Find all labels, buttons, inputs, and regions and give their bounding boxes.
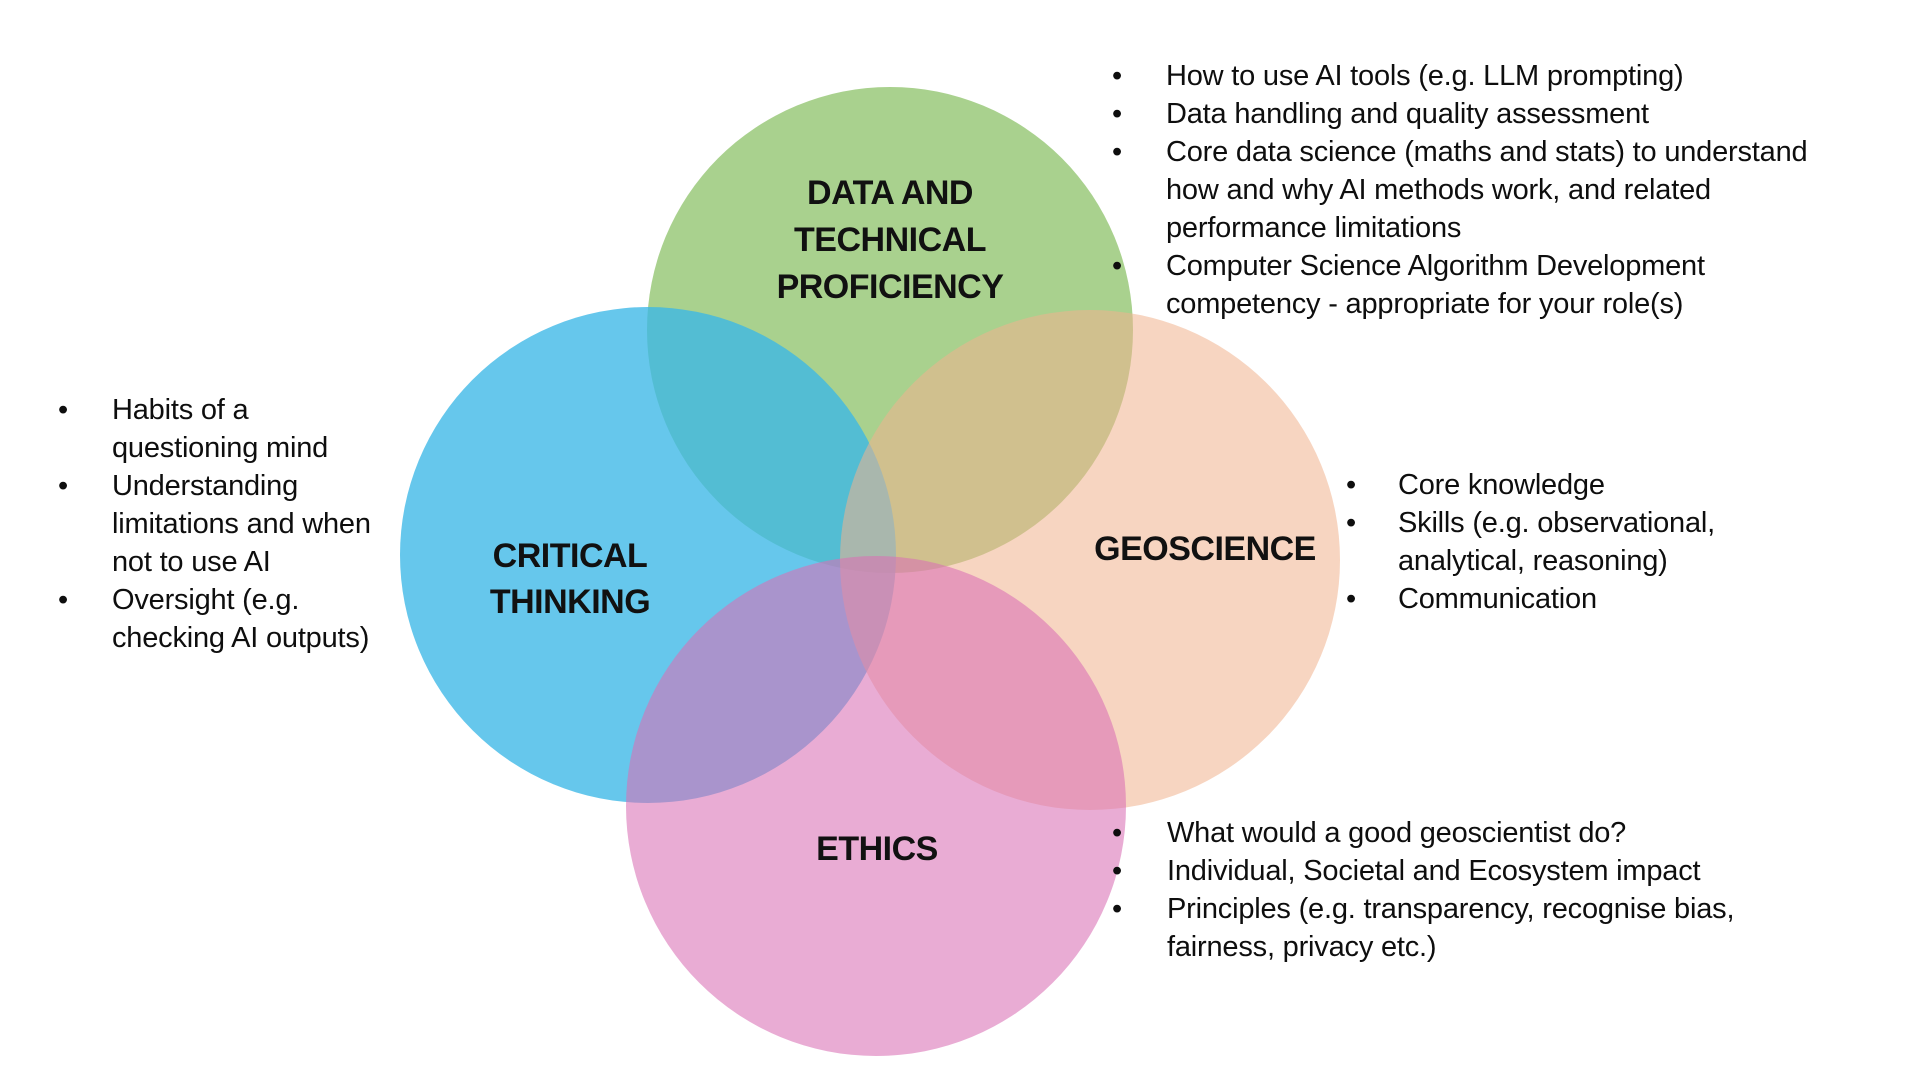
bullet-icon: • — [1112, 250, 1122, 282]
list-item-text: questioning mind — [112, 432, 329, 464]
circle-label-critical-thinking: CRITICAL THINKING — [370, 533, 770, 625]
list-item: • Individual, Societal and Ecosystem imp… — [1112, 852, 1734, 890]
list-item: • Skills (e.g. observational, — [1346, 504, 1715, 542]
bullet-list-geoscience: • Core knowledge • Skills (e.g. observat… — [1346, 466, 1715, 618]
label-line: THINKING — [489, 583, 651, 621]
bullet-icon — [1112, 209, 1166, 247]
list-item-text: Understanding — [112, 470, 299, 502]
bullet-icon: • — [1112, 60, 1122, 92]
list-item-text: How to use AI tools (e.g. LLM prompting) — [1166, 60, 1684, 92]
list-item-text: Core knowledge — [1398, 469, 1605, 501]
list-item-text: Core data science (maths and stats) to u… — [1166, 136, 1808, 168]
list-item-text: Skills (e.g. observational, — [1398, 507, 1715, 539]
list-item: analytical, reasoning) — [1346, 542, 1715, 580]
list-item-text: Habits of a — [112, 394, 249, 426]
bullet-icon: • — [1112, 893, 1122, 925]
list-item: • How to use AI tools (e.g. LLM promptin… — [1112, 57, 1807, 95]
list-item-text: Principles (e.g. transparency, recognise… — [1167, 893, 1735, 925]
list-item: performance limitations — [1112, 209, 1807, 247]
bullet-icon: • — [1346, 507, 1356, 539]
list-item-text: not to use AI — [112, 546, 271, 578]
circle-label-ethics: ETHICS — [677, 826, 1077, 872]
circle-ethics — [626, 556, 1126, 1056]
list-item: • Core knowledge — [1346, 466, 1715, 504]
bullet-icon: • — [58, 470, 68, 502]
list-item-text: how and why AI methods work, and related — [1166, 174, 1711, 206]
list-item: • Communication — [1346, 580, 1715, 618]
list-item: • Principles (e.g. transparency, recogni… — [1112, 890, 1735, 928]
list-item-text: limitations and when — [112, 508, 371, 540]
list-item: not to use AI — [58, 543, 371, 581]
list-item: • Oversight (e.g. — [58, 581, 371, 619]
list-item-text: What would a good geoscientist do? — [1167, 817, 1627, 849]
bullet-icon — [1112, 171, 1166, 209]
bullet-icon: • — [1346, 469, 1356, 501]
circle-label-data-technical-proficiency: DATA AND TECHNICAL PROFICIENCY — [640, 170, 1140, 311]
bullet-list-critical-thinking: • Habits of a questioning mind • Underst… — [58, 391, 371, 657]
list-item: • Core data science (maths and stats) to… — [1112, 133, 1808, 171]
bullet-icon: • — [1346, 583, 1356, 615]
list-item-text: checking AI outputs) — [112, 622, 370, 654]
list-item-text: Individual, Societal and Ecosystem impac… — [1167, 855, 1701, 887]
label-line: CRITICAL — [492, 537, 648, 575]
list-item: • Habits of a — [58, 391, 371, 429]
list-item: • Understanding — [58, 467, 371, 505]
label-line: PROFICIENCY — [776, 268, 1004, 306]
list-item-text: Data handling and quality assessment — [1166, 98, 1649, 130]
bullet-icon — [1112, 928, 1167, 966]
list-item-text: fairness, privacy etc.) — [1167, 931, 1437, 963]
bullet-icon — [58, 619, 112, 657]
label-line: TECHNICAL — [794, 221, 986, 259]
label-line: DATA AND — [807, 174, 973, 212]
list-item: • What would a good geoscientist do? — [1112, 814, 1734, 852]
list-item: • Computer Science Algorithm Development — [1112, 247, 1807, 285]
bullet-list-data-technical-proficiency: • How to use AI tools (e.g. LLM promptin… — [1112, 57, 1808, 323]
bullet-icon — [1112, 285, 1166, 323]
label-line: GEOSCIENCE — [1094, 530, 1316, 568]
bullet-icon: • — [1112, 136, 1122, 168]
bullet-icon: • — [1112, 817, 1122, 849]
circle-label-geoscience: GEOSCIENCE — [1005, 526, 1405, 572]
list-item: limitations and when — [58, 505, 371, 543]
bullet-icon — [58, 543, 112, 581]
list-item-text: Communication — [1398, 583, 1597, 615]
list-item: competency - appropriate for your role(s… — [1112, 285, 1807, 323]
list-item: • Data handling and quality assessment — [1112, 95, 1807, 133]
list-item: how and why AI methods work, and related — [1112, 171, 1807, 209]
bullet-icon: • — [1112, 855, 1122, 887]
list-item: fairness, privacy etc.) — [1112, 928, 1734, 966]
bullet-icon — [58, 505, 112, 543]
list-item-text: competency - appropriate for your role(s… — [1166, 288, 1684, 320]
list-item-text: Computer Science Algorithm Development — [1166, 250, 1705, 282]
bullet-icon: • — [58, 394, 68, 426]
bullet-icon — [58, 429, 112, 467]
bullet-list-ethics: • What would a good geoscientist do? • I… — [1112, 814, 1735, 966]
list-item-text: performance limitations — [1166, 212, 1462, 244]
list-item: checking AI outputs) — [58, 619, 371, 657]
bullet-icon: • — [1112, 98, 1122, 130]
list-item-text: analytical, reasoning) — [1398, 545, 1668, 577]
bullet-icon: • — [58, 584, 68, 616]
list-item-text: Oversight (e.g. — [112, 584, 300, 616]
bullet-icon — [1346, 542, 1398, 580]
label-line: ETHICS — [816, 830, 938, 868]
list-item: questioning mind — [58, 429, 371, 467]
